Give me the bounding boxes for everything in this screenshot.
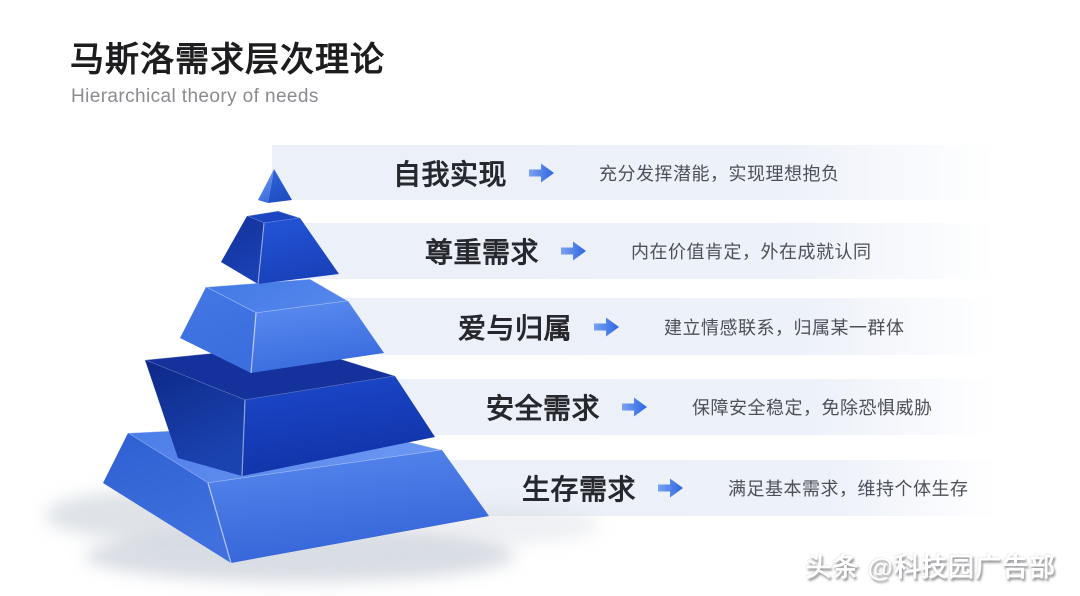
level-row-1: 自我实现 充分发挥潜能，实现理想抱负 — [393, 145, 840, 200]
level-band-4 — [385, 379, 1002, 435]
level-band-3 — [340, 298, 1002, 355]
page-subtitle: Hierarchical theory of needs — [71, 86, 319, 107]
level-label: 自我实现 — [393, 158, 508, 190]
arrow-right-icon — [594, 317, 620, 336]
page-title: 马斯洛需求层次理论 — [70, 41, 385, 79]
arrow-right-icon — [622, 397, 648, 417]
arrow-right-icon — [658, 478, 684, 498]
level-band-1 — [272, 145, 1002, 200]
level-row-3: 爱与归属 建立情感联系，归属某一群体 — [458, 298, 905, 355]
level-description: 充分发挥潜能，实现理想抱负 — [599, 163, 840, 184]
arrow-right-icon — [561, 241, 587, 261]
watermark: 头条 @科技园广告部 — [805, 552, 1056, 582]
level-label: 生存需求 — [522, 474, 637, 505]
level-description: 保障安全稳定，免除恐惧威胁 — [692, 398, 933, 418]
level-label: 安全需求 — [486, 393, 601, 424]
level-row-4: 安全需求 保障安全稳定，免除恐惧威胁 — [486, 379, 933, 435]
arrow-right-icon — [529, 163, 555, 182]
level-description: 满足基本需求，维持个体生存 — [728, 479, 969, 499]
level-description: 内在价值肯定，外在成就认同 — [631, 242, 872, 262]
level-band-2 — [300, 223, 1002, 279]
level-description: 建立情感联系，归属某一群体 — [664, 317, 905, 338]
level-row-5: 生存需求 满足基本需求，维持个体生存 — [522, 460, 969, 516]
level-label: 尊重需求 — [425, 237, 540, 268]
level-row-2: 尊重需求 内在价值肯定，外在成就认同 — [425, 223, 872, 279]
level-label: 爱与归属 — [458, 312, 573, 344]
